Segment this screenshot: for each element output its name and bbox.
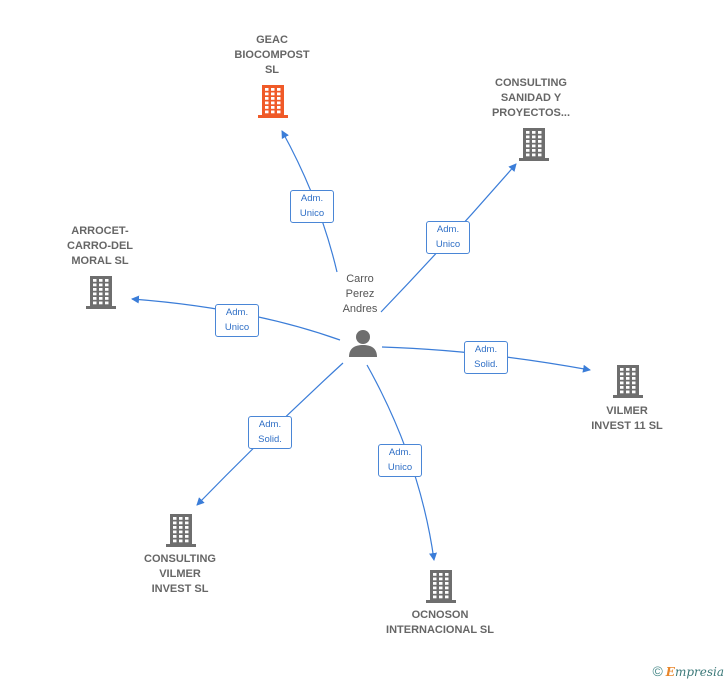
copyright-icon: © [652,663,663,679]
brand-footer: ©Empresia [652,663,724,679]
building-icon[interactable] [257,84,289,123]
brand-logo-initial: E [665,665,675,679]
company-name[interactable]: CONSULTING VILMER INVEST SL [144,553,216,595]
person-icon[interactable] [348,328,378,358]
relation-label[interactable]: Adm. Unico [378,444,422,477]
company-name[interactable]: CONSULTING SANIDAD Y PROYECTOS... [491,77,571,119]
brand-logo-text: mpresia [674,665,724,679]
company-name[interactable]: GEAC BIOCOMPOST SL [234,34,310,76]
building-icon[interactable] [165,513,197,552]
building-icon[interactable] [425,569,457,608]
building-icon[interactable] [518,127,550,166]
company-name[interactable]: VILMER INVEST 11 SL [591,405,663,432]
relation-label[interactable]: Adm. Unico [426,221,470,254]
relation-label[interactable]: Adm. Unico [290,190,334,223]
company-name[interactable]: ARROCET- CARRO-DEL MORAL SL [67,225,133,267]
building-icon[interactable] [612,364,644,403]
person-name[interactable]: Carro Perez Andres [342,273,378,315]
building-icon[interactable] [85,275,117,314]
company-name[interactable]: OCNOSON INTERNACIONAL SL [386,609,494,636]
relation-label[interactable]: Adm. Unico [215,304,259,337]
relation-label[interactable]: Adm. Solid. [248,416,292,449]
relation-label[interactable]: Adm. Solid. [464,341,508,374]
